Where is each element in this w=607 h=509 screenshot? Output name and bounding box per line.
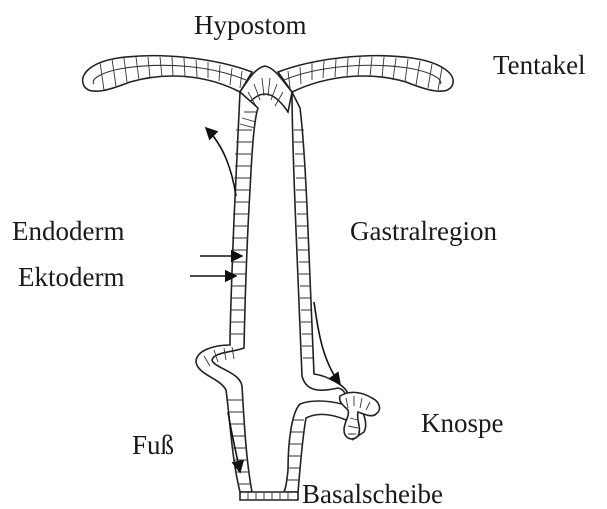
label-hypostome: Hypostom (194, 12, 307, 39)
body-wall-left (196, 92, 258, 492)
label-gastral-region: Gastralregion (350, 218, 497, 245)
label-basal-disc: Basalscheibe (302, 481, 443, 508)
basal-disc (240, 492, 298, 500)
label-tentacle: Tentakel (493, 52, 586, 79)
label-ectoderm: Ektoderm (18, 264, 124, 291)
label-endoderm: Endoderm (12, 218, 124, 245)
right-tentacle (278, 56, 453, 92)
flow-arrow-left-upper (206, 128, 236, 196)
left-tentacle (83, 56, 252, 92)
label-foot: Fuß (132, 432, 174, 459)
label-bud: Knospe (421, 410, 504, 437)
flow-arrow-right-lower (314, 302, 340, 384)
